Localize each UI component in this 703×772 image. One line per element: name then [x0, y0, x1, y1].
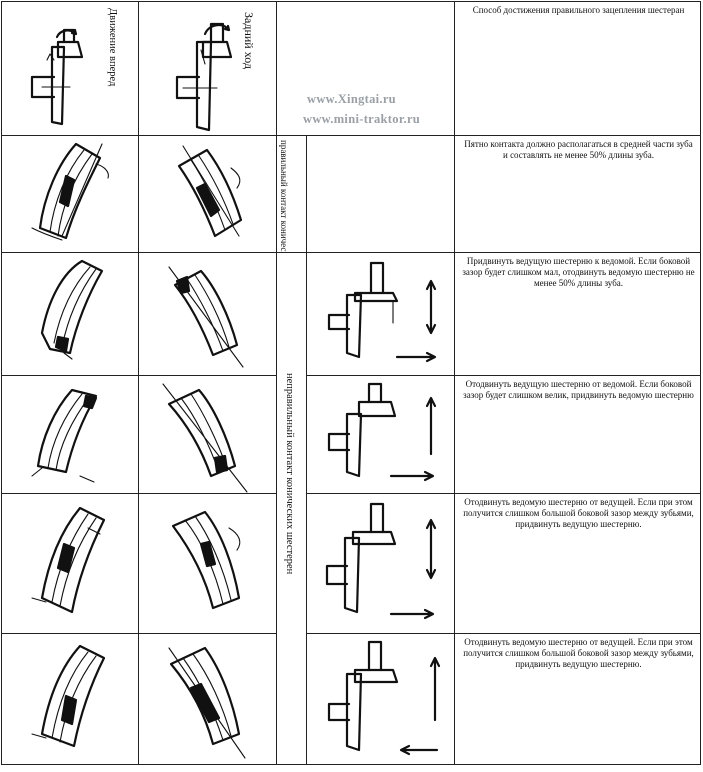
gear-tooth-icon — [177, 145, 243, 238]
gear-tooth-icon — [31, 644, 106, 748]
gear-adjust-icon — [327, 382, 437, 482]
description-cell: Отодвинуть ведущую шестерню от ведомой. … — [454, 375, 701, 494]
incorrect-label-cell: неправильный контакт конических шестерен — [276, 252, 307, 765]
tooth-sketch-cell — [1, 252, 139, 376]
gear-tooth-icon — [162, 383, 248, 493]
row-description: Отодвинуть ведущую шестерню от ведомой. … — [463, 379, 694, 400]
correct-contact-label: правильный контакт конических шестерн — [279, 140, 289, 253]
tooth-sketch-cell — [1, 375, 139, 494]
gear-tooth-icon — [31, 142, 109, 241]
incorrect-contact-row: Отодвинуть ведущую шестерню от ведомой. … — [1, 375, 701, 494]
gear-tooth-icon — [168, 266, 244, 368]
tooth-sketch-cell — [1, 135, 139, 253]
gear-assembly-icon — [175, 22, 233, 132]
gear-assembly-icon — [30, 28, 84, 126]
description-cell: Придвинуть ведущую шестерню к ведомой. Е… — [454, 252, 701, 376]
tooth-sketch-cell — [138, 375, 277, 494]
row-description: Отодвинуть ведомую шестерню от ведущей. … — [463, 497, 694, 529]
reverse-cell: Задний ход — [138, 1, 277, 136]
correct-contact-row: правильный контакт конических шестерн Пя… — [1, 135, 701, 253]
forward-cell: Движение вперед — [1, 1, 139, 136]
incorrect-contact-label: неправильный контакт конических шестерен — [284, 373, 295, 575]
forward-label: Движение вперед — [107, 8, 118, 87]
gear-adjust-icon — [327, 261, 437, 363]
incorrect-contact-row: Отодвинуть ведомую шестерню от ведущей. … — [1, 633, 701, 765]
tooth-sketch-cell — [1, 493, 139, 634]
tooth-sketch-cell — [138, 135, 277, 253]
gear-tooth-icon — [31, 388, 98, 483]
row-description: Придвинуть ведущую шестерню к ведомой. Е… — [462, 256, 695, 288]
method-header-cell: Способ достижения правильного зацепления… — [454, 1, 701, 136]
gear-tooth-icon — [31, 506, 106, 614]
header-row: Движение вперед Задний ход www.Xingtai.r… — [1, 1, 701, 136]
empty-cell — [306, 135, 455, 253]
adjust-diagram-cell — [306, 633, 455, 765]
tooth-sketch-cell — [138, 493, 277, 634]
incorrect-contact-row: неправильный контакт конических шестерен… — [1, 252, 701, 765]
adjust-diagram-cell — [306, 493, 455, 634]
row-description: Отодвинуть ведомую шестерню от ведущей. … — [463, 637, 694, 669]
incorrect-contact-row: Отодвинуть ведомую шестерню от ведущей. … — [1, 493, 701, 634]
correct-label-cell: правильный контакт конических шестерн — [276, 135, 307, 253]
gear-tooth-icon — [171, 510, 241, 610]
watermark-line2: www.mini-traktor.ru — [303, 112, 421, 126]
gear-tooth-icon — [40, 259, 104, 360]
tooth-sketch-cell — [138, 633, 277, 765]
method-title: Способ достижения правильного зацепления… — [472, 5, 685, 15]
gear-tooth-icon — [168, 646, 246, 759]
watermark-cell: www.Xingtai.ru www.mini-traktor.ru — [276, 1, 455, 136]
tooth-sketch-cell — [138, 252, 277, 376]
gear-adjust-icon — [327, 640, 441, 756]
row-description: Пятно контакта должно располагаться в ср… — [464, 139, 693, 160]
adjust-diagram-cell — [306, 375, 455, 494]
reverse-label: Задний ход — [242, 12, 256, 70]
description-cell: Пятно контакта должно располагаться в ср… — [454, 135, 701, 253]
description-cell: Отодвинуть ведомую шестерню от ведущей. … — [454, 493, 701, 634]
adjust-diagram-cell — [306, 252, 455, 376]
description-cell: Отодвинуть ведомую шестерню от ведущей. … — [454, 633, 701, 765]
watermark-line1: www.Xingtai.ru — [307, 92, 396, 106]
gear-adjust-icon — [325, 502, 437, 620]
tooth-sketch-cell — [1, 633, 139, 765]
